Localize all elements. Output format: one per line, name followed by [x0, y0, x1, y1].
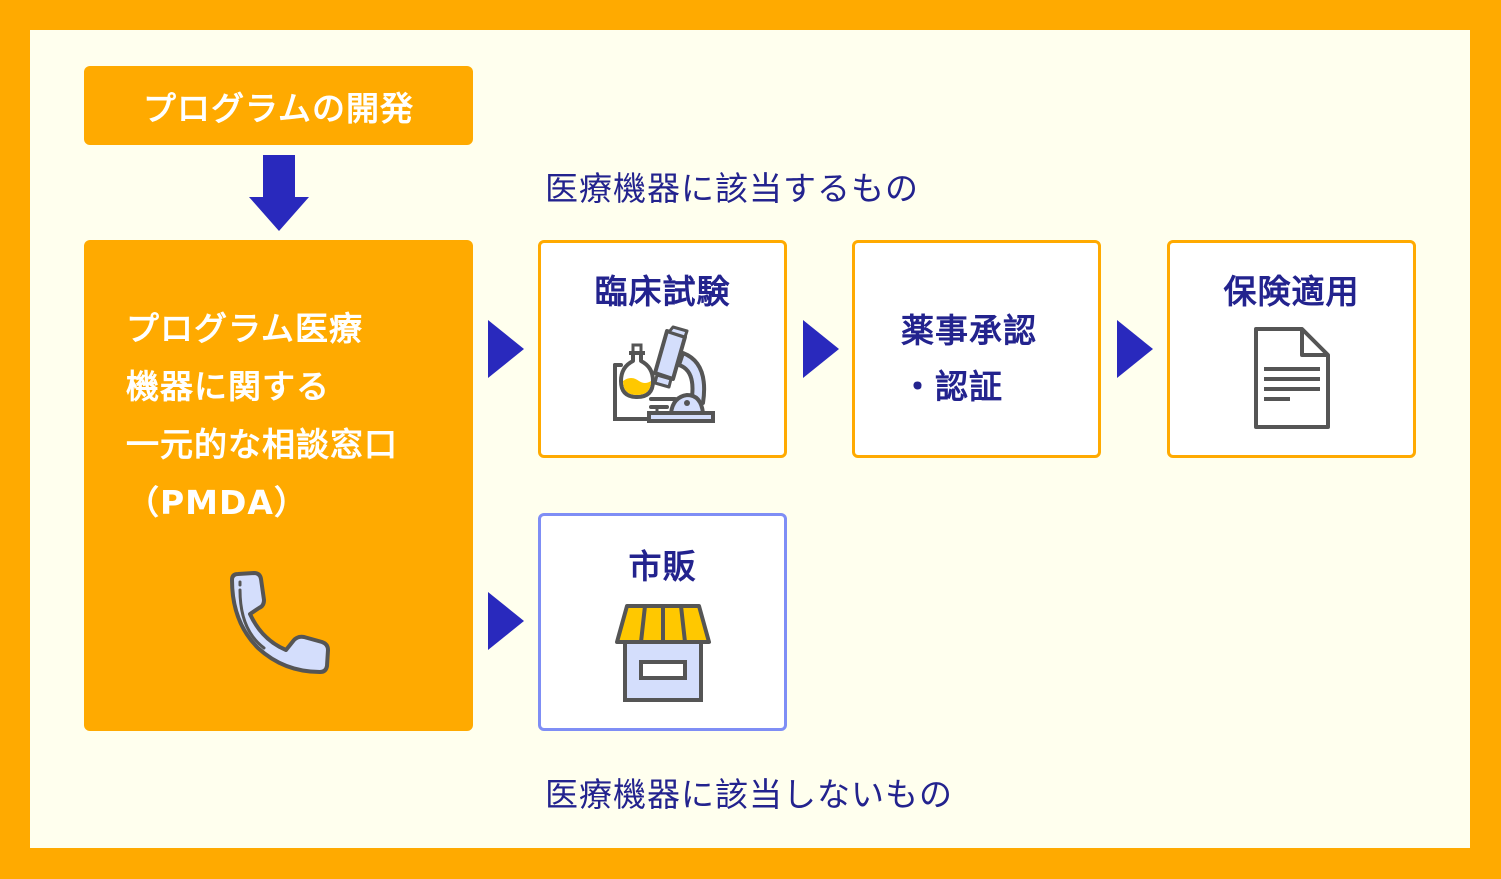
- retail-card: 市販: [538, 513, 787, 731]
- non-medical-device-heading: 医療機器に該当しないもの: [545, 775, 953, 814]
- microscope-icon: [612, 325, 715, 423]
- arrow-right-icon: [803, 320, 839, 378]
- medical-device-heading: 医療機器に該当するもの: [545, 169, 919, 208]
- document-icon: [1253, 327, 1330, 429]
- arrow-right-icon: [488, 592, 524, 650]
- program-development-label: プログラムの開発: [142, 88, 414, 128]
- program-development-box: プログラムの開発: [84, 66, 473, 145]
- clinical-trial-card: 臨床試験: [538, 240, 787, 458]
- regulatory-approval-label: 薬事承認 ・認証: [901, 311, 1037, 406]
- down-arrow-icon: [249, 155, 309, 231]
- clinical-trial-label: 臨床試験: [594, 272, 731, 311]
- regulatory-approval-card: 薬事承認 ・認証: [852, 240, 1101, 458]
- shop-icon: [614, 604, 711, 702]
- phone-icon: [230, 571, 330, 674]
- insurance-coverage-card: 保険適用: [1167, 240, 1416, 458]
- pmda-consultation-label: プログラム医療 機器に関する 一元的な相談窓口 （PMDA）: [126, 309, 398, 522]
- arrow-right-icon: [488, 320, 524, 378]
- retail-label: 市販: [628, 547, 697, 586]
- arrow-right-icon: [1117, 320, 1153, 378]
- pmda-consultation-box: プログラム医療 機器に関する 一元的な相談窓口 （PMDA）: [84, 240, 473, 731]
- insurance-coverage-label: 保険適用: [1223, 272, 1360, 311]
